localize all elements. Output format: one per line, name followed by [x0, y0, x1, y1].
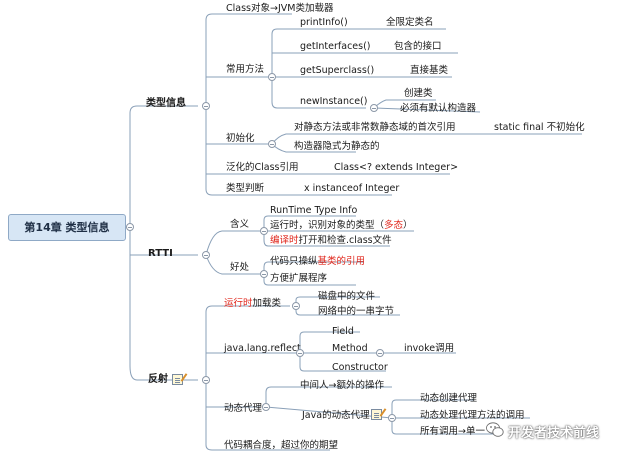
node-easy-extend[interactable]: 方便扩展程序 [270, 273, 328, 284]
node-all-calls-single[interactable]: 所有调用→单一 [420, 426, 485, 437]
common-methods-collapse-toggle[interactable] [268, 73, 276, 81]
runtime-identify-close: ） [403, 220, 413, 231]
node-get-superclass[interactable]: getSuperclass() [300, 65, 375, 76]
type-info-collapse-toggle[interactable] [202, 102, 210, 110]
note-get-interfaces[interactable]: 包含的接口 [394, 41, 442, 52]
node-runtime-type-info[interactable]: RunTime Type Info [270, 205, 358, 216]
node-type-check[interactable]: 类型判断 [226, 183, 265, 194]
node-field[interactable]: Field [332, 326, 354, 337]
node-coupling[interactable]: 代码耦合度，超过你的期望 [224, 440, 339, 451]
node-dynamic-proxy[interactable]: 动态代理 [224, 403, 263, 414]
note-default-constructor[interactable]: 必须有默认构造器 [400, 103, 477, 114]
compile-time-highlight: 编译时 [270, 235, 299, 246]
node-constructor[interactable]: Constructor [332, 362, 388, 373]
node-java-lang-reflect[interactable]: java.lang.reflect [224, 343, 301, 354]
node-create-proxy[interactable]: 动态创建代理 [420, 393, 478, 404]
runtime-load-collapse-toggle[interactable] [292, 302, 300, 310]
root-node[interactable]: 第14章 类型信息 [8, 214, 126, 241]
java-proxy-collapse-toggle[interactable] [388, 414, 396, 422]
node-handle-proxy-calls[interactable]: 动态处理代理方法的调用 [420, 410, 525, 421]
compile-time-text: 打开和检查.class文件 [298, 235, 392, 246]
reflect-pkg-collapse-toggle[interactable] [296, 349, 304, 357]
reflection-note-icon[interactable] [172, 374, 183, 385]
node-base-class-reference[interactable]: 代码只操纵基类的引用 [270, 256, 365, 268]
dynamic-proxy-collapse-toggle[interactable] [262, 403, 270, 411]
node-init-constructor-static[interactable]: 构造器隐式为静态的 [294, 141, 380, 152]
root-collapse-toggle[interactable] [126, 223, 134, 231]
node-method[interactable]: Method [332, 343, 368, 354]
node-print-info[interactable]: printInfo() [300, 17, 348, 28]
value-instanceof[interactable]: x instanceof Integer [304, 183, 400, 194]
node-type-info[interactable]: 类型信息 [146, 98, 186, 109]
runtime-identify-text: 运行时，识别对象的类型（ [270, 220, 385, 231]
new-instance-collapse-toggle[interactable] [370, 104, 378, 112]
node-generic-class-ref[interactable]: 泛化的Class引用 [226, 162, 299, 173]
node-disk-file[interactable]: 磁盘中的文件 [318, 291, 376, 302]
node-new-instance[interactable]: newInstance() [300, 96, 368, 107]
base-ref-highlight: 基类的引用 [317, 256, 366, 267]
node-rtti[interactable]: RTTI [148, 248, 173, 259]
note-get-superclass[interactable]: 直接基类 [410, 65, 449, 76]
node-class-object[interactable]: Class对象→JVM类加载器 [226, 3, 334, 14]
rtti-meaning-collapse-toggle[interactable] [260, 227, 268, 235]
note-create-class[interactable]: 创建类 [404, 88, 433, 99]
node-common-methods[interactable]: 常用方法 [226, 64, 265, 75]
reflection-collapse-toggle[interactable] [202, 376, 210, 384]
initialization-collapse-toggle[interactable] [268, 140, 276, 148]
node-init-first-reference[interactable]: 对静态方法或非常数静态域的首次引用 [294, 122, 456, 133]
node-rtti-benefit[interactable]: 好处 [230, 262, 250, 273]
node-runtime-load-class[interactable]: 运行时加载类 [224, 298, 281, 310]
base-ref-text: 代码只操纵 [270, 256, 318, 267]
runtime-load-text: 加载类 [252, 298, 282, 309]
value-generic-class-ref[interactable]: Class<? extends Integer> [334, 162, 459, 173]
note-static-final[interactable]: static final 不初始化 [494, 122, 585, 133]
rtti-benefit-collapse-toggle[interactable] [260, 270, 268, 278]
node-initialization[interactable]: 初始化 [226, 133, 255, 144]
note-invoke[interactable]: invoke调用 [404, 343, 455, 354]
watermark-text: 开发者技术前线 [508, 426, 600, 441]
node-network-bytes[interactable]: 网络中的一串字节 [318, 306, 395, 317]
node-runtime-identify[interactable]: 运行时，识别对象的类型（多态） [270, 220, 413, 232]
java-proxy-note-icon[interactable] [371, 409, 382, 420]
wechat-logo-icon [486, 422, 504, 437]
rtti-collapse-toggle[interactable] [202, 251, 210, 259]
note-print-info[interactable]: 全限定类名 [386, 17, 434, 28]
polymorphism-highlight: 多态 [384, 220, 404, 231]
method-collapse-toggle[interactable] [376, 349, 384, 357]
node-get-interfaces[interactable]: getInterfaces() [300, 41, 371, 52]
node-middleman[interactable]: 中间人→额外的操作 [300, 380, 384, 391]
runtime-load-highlight: 运行时 [224, 298, 253, 309]
node-rtti-meaning[interactable]: 含义 [230, 219, 250, 230]
node-compile-time-check[interactable]: 编译时打开和检查.class文件 [270, 235, 392, 247]
node-reflection[interactable]: 反射 [148, 374, 168, 385]
node-java-dynamic-proxy[interactable]: Java的动态代理 [302, 410, 370, 421]
